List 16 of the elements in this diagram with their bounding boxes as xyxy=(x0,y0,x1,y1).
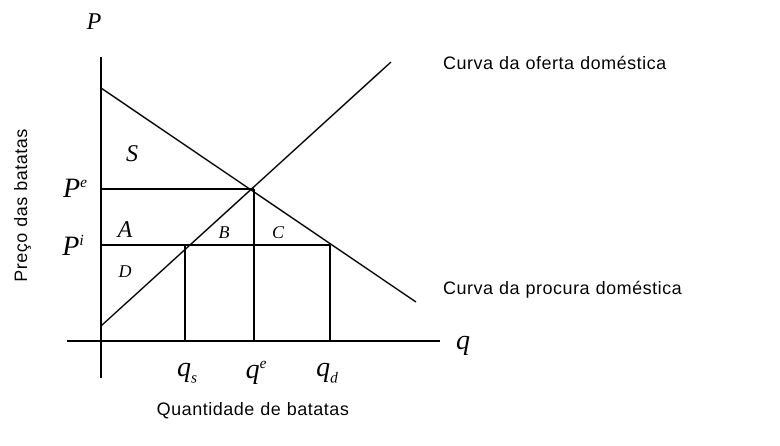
area-label: B xyxy=(218,223,230,241)
price-label: P$^{e}$ xyxy=(63,174,87,204)
area-label: A xyxy=(118,218,132,242)
axis-label: q xyxy=(456,327,470,355)
area-label: C xyxy=(272,223,284,241)
area-label: S xyxy=(126,142,138,166)
axis-label: P xyxy=(86,10,102,34)
quantity-label: q$_{s}$ xyxy=(177,354,197,386)
area-label: D xyxy=(118,262,132,280)
curve-label: Curva da oferta doméstica xyxy=(443,54,667,72)
quantity-label: q$_{d}$ xyxy=(316,354,338,386)
axis-title: Quantidade de batatas xyxy=(156,400,350,418)
curve-label: Curva da procura doméstica xyxy=(443,279,682,297)
quantity-label: q$^{e}$ xyxy=(246,356,266,384)
axis-title: Preço das batatas xyxy=(12,128,30,282)
price-label: P$^{i}$ xyxy=(62,232,84,262)
